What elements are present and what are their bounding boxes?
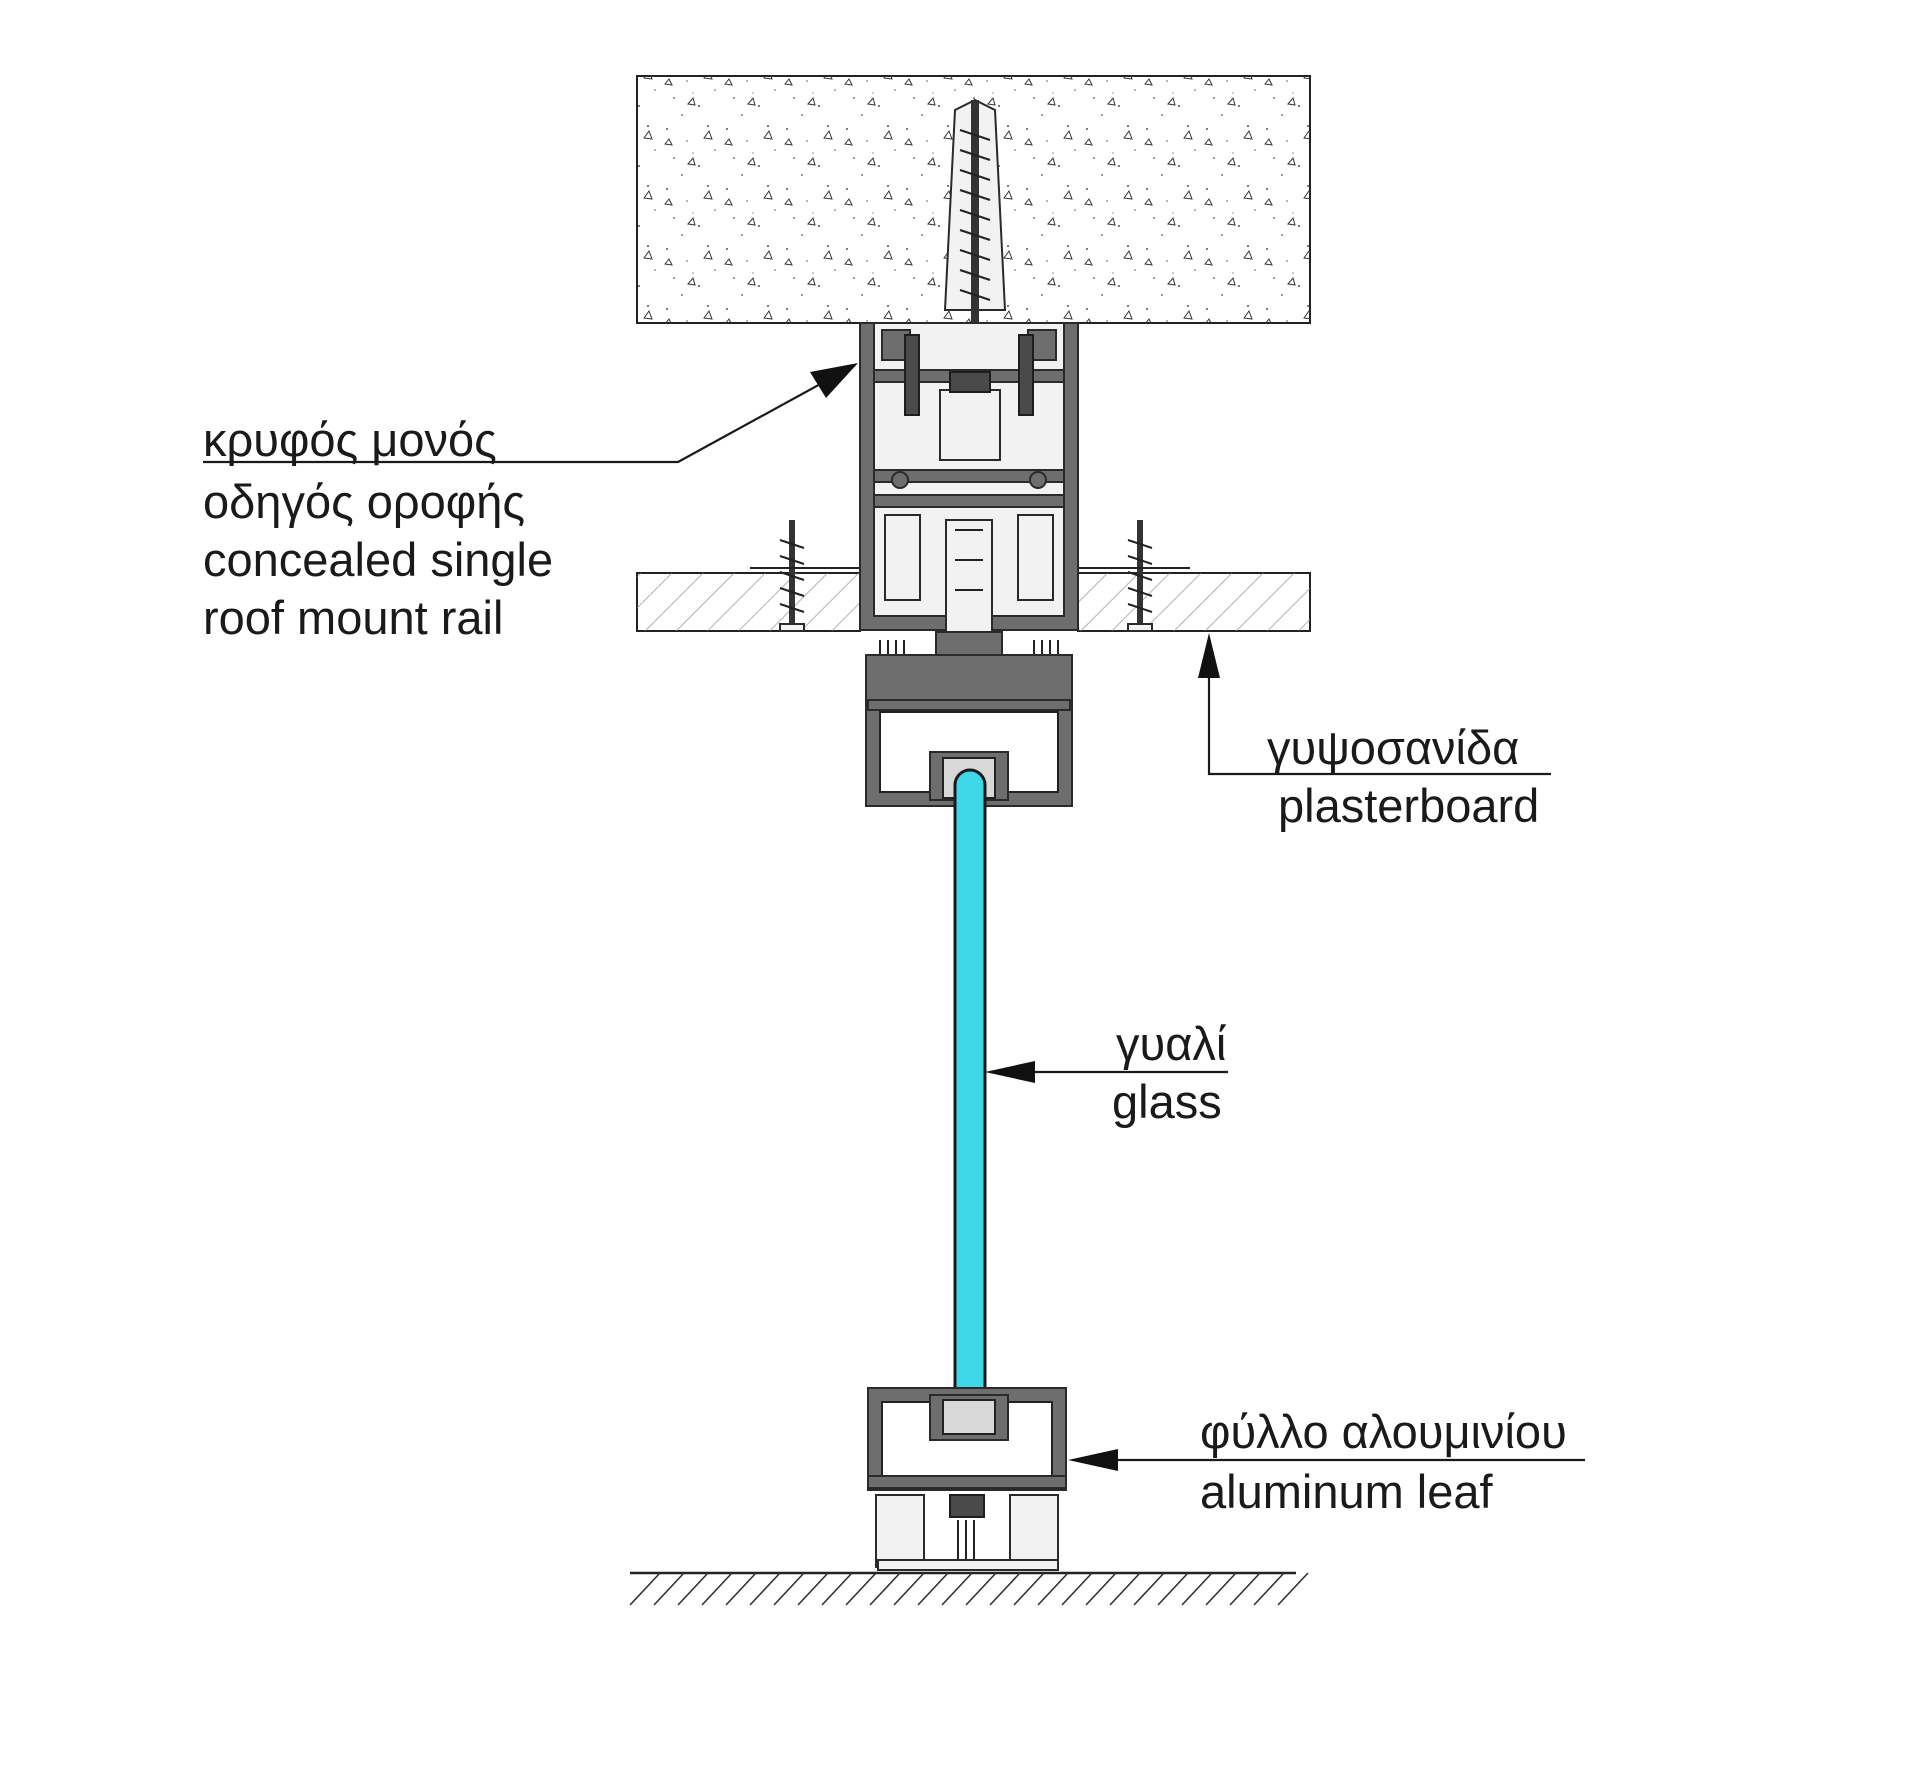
plasterboard-leader [1198, 633, 1551, 776]
floor-hatch-line [1205, 1572, 1237, 1606]
anchor-bolt [943, 98, 1007, 330]
floor-hatch-line [869, 1572, 901, 1606]
plasterboard [636, 572, 1311, 632]
plasterboard-screw-right [1127, 520, 1153, 632]
rail-leader [203, 363, 858, 464]
floor-hatch-line [917, 1572, 949, 1606]
rail-label-greek-2: οδηγός οροφής [203, 475, 525, 528]
leaf-label-greek: φύλλο αλουμινίου [1200, 1405, 1567, 1458]
ceiling-rail-profile [859, 322, 1079, 631]
floor-hatch-line [1085, 1572, 1117, 1606]
rail-label-english-2: roof mount rail [203, 591, 503, 644]
floor-hatch-line [749, 1572, 781, 1606]
floor-hatch-line [1229, 1572, 1261, 1606]
floor-hatch-line [1133, 1572, 1165, 1606]
floor-hatch-line [1037, 1572, 1069, 1606]
floor-hatch-line [1157, 1572, 1189, 1606]
floor-hatch-line [941, 1572, 973, 1606]
plasterboard-screw-left [779, 520, 805, 632]
floor-hatch-line [773, 1572, 805, 1606]
floor-hatch-line [1253, 1572, 1285, 1606]
floor-hatch-line [677, 1572, 709, 1606]
glass-label-english: glass [1112, 1075, 1222, 1128]
floor-hatch-line [725, 1572, 757, 1606]
floor-hatch-line [989, 1572, 1021, 1606]
glass-pane [953, 768, 987, 1427]
floor-hatch-line [1277, 1572, 1309, 1606]
floor-hatch-line [845, 1572, 877, 1606]
bottom-guides [875, 1494, 1059, 1571]
leaf-leader [1068, 1449, 1585, 1471]
floor-line [629, 1571, 1309, 1606]
plasterboard-label-english: plasterboard [1278, 779, 1539, 832]
floor-hatch-line [797, 1572, 829, 1606]
glass-label-greek: γυαλί [1116, 1017, 1226, 1070]
floor-hatch-line [1061, 1572, 1093, 1606]
plasterboard-label-greek: γυψοσανίδα [1267, 721, 1519, 774]
floor-hatch-line [1181, 1572, 1213, 1606]
floor-hatch-line [893, 1572, 925, 1606]
floor-hatch-line [701, 1572, 733, 1606]
leaf-label-english: aluminum leaf [1200, 1465, 1494, 1518]
rail-label-english-1: concealed single [203, 533, 553, 586]
floor-hatch-line [1013, 1572, 1045, 1606]
floor-hatch-line [1109, 1572, 1141, 1606]
floor-hatch-line [965, 1572, 997, 1606]
floor-hatch-line [629, 1572, 661, 1606]
floor-hatch-line [821, 1572, 853, 1606]
top-leaf-profile [865, 654, 1073, 807]
floor-hatch-line [653, 1572, 685, 1606]
glass-leader [985, 1061, 1228, 1083]
rail-label-greek-1: κρυφός μονός [203, 413, 497, 466]
bottom-leaf-profile [867, 1387, 1067, 1491]
